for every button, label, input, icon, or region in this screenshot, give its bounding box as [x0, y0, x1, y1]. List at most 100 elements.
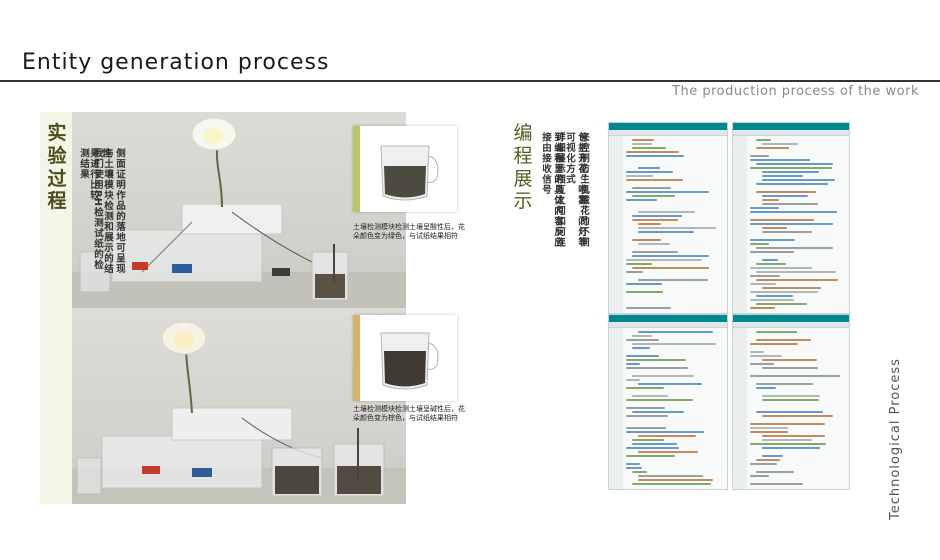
code-line [632, 239, 662, 241]
programming-text-column-3: 到编程里的具体内容反应 [552, 132, 563, 248]
caption-acidic: 土壤检测模块检测土壤呈酸性后，花朵颜色变为绿色，与试纸结果相符 [353, 223, 465, 241]
code-line [626, 399, 694, 401]
ide-line-gutter [733, 136, 747, 313]
code-line [750, 475, 770, 477]
code-line [626, 263, 653, 265]
code-line [632, 147, 667, 149]
ide-line-gutter [609, 328, 623, 489]
code-line [762, 399, 819, 401]
code-line [632, 395, 668, 397]
ide-title-bar [733, 123, 849, 130]
ide-title-bar [609, 315, 727, 322]
code-line [756, 383, 813, 385]
code-line [632, 219, 678, 221]
code-line [762, 435, 825, 437]
code-line [756, 147, 789, 149]
code-line [632, 195, 675, 197]
code-line [750, 363, 775, 365]
code-window-top-right [732, 122, 850, 314]
caption-alkaline: 土壤检测模块检测土壤呈碱性后，花朵颜色变为棕色，与试纸结果相符 [353, 405, 465, 423]
code-line [762, 455, 784, 457]
code-line [632, 335, 653, 337]
code-line [626, 259, 702, 261]
card-color-strip [353, 126, 360, 212]
code-line [750, 207, 780, 209]
code-line [626, 171, 673, 173]
code-line [762, 447, 820, 449]
page-subtitle: The production process of the work [672, 84, 919, 99]
code-line [750, 275, 780, 277]
code-line [750, 283, 777, 285]
programming-text-column-1: 包括开花，喷雾，闪灯等 [576, 132, 587, 248]
code-line [626, 407, 666, 409]
code-line [638, 223, 661, 225]
code-line [756, 163, 834, 165]
code-line [756, 247, 833, 249]
code-line [762, 415, 834, 417]
code-line [750, 343, 798, 345]
code-line [750, 291, 818, 293]
code-line [638, 231, 695, 233]
code-line [762, 175, 803, 177]
code-line [626, 431, 704, 433]
experiment-text-column-2: 与土壤模块检测和展示的结果进行比较 [88, 148, 113, 274]
code-line [626, 447, 679, 449]
ide-tab-bar [733, 322, 849, 328]
code-line [756, 295, 794, 297]
code-line [750, 299, 794, 301]
code-line [756, 387, 777, 389]
code-line [626, 367, 689, 369]
code-line [638, 479, 714, 481]
code-line [750, 443, 826, 445]
code-line [756, 459, 781, 461]
code-line [632, 343, 717, 345]
side-label: Technological Process [888, 358, 903, 520]
code-line [762, 395, 821, 397]
code-line [756, 183, 829, 185]
code-line [762, 231, 813, 233]
code-line [750, 239, 795, 241]
code-line [762, 359, 817, 361]
code-line [638, 331, 714, 333]
code-line [750, 251, 794, 253]
code-line [632, 411, 685, 413]
experiment-text-column-1: 侧面证明作品的落地可呈现性 [100, 148, 125, 274]
code-line [750, 223, 833, 225]
code-line [750, 431, 788, 433]
code-line [762, 179, 835, 181]
code-line [750, 211, 837, 213]
code-line [750, 355, 783, 357]
card-color-strip [353, 315, 360, 401]
ide-tab-bar [733, 130, 849, 136]
code-line [626, 363, 640, 365]
programming-text-column-2: 来控制仿生机械花的不同可视化方式 [564, 132, 589, 248]
code-line [632, 267, 709, 269]
experiment-heading-band [40, 112, 72, 504]
code-line [750, 375, 840, 377]
ph-test-card-acidic [353, 126, 457, 212]
code-line [762, 171, 820, 173]
ide-title-bar [733, 315, 849, 322]
code-line [762, 203, 819, 205]
code-line [638, 279, 708, 281]
code-line [626, 387, 665, 389]
code-line [638, 167, 660, 169]
code-line [750, 155, 770, 157]
code-line [632, 443, 678, 445]
code-line [626, 291, 664, 293]
code-line [626, 179, 683, 181]
code-line [626, 379, 641, 381]
code-line [762, 195, 809, 197]
title-divider [0, 80, 940, 82]
code-line [756, 279, 838, 281]
code-line [638, 475, 703, 477]
code-line [762, 227, 788, 229]
code-line [756, 263, 787, 265]
code-line [626, 191, 709, 193]
code-line [626, 271, 643, 273]
code-line [638, 435, 697, 437]
code-line [626, 463, 640, 465]
ide-tab-bar [609, 130, 727, 136]
code-line [750, 307, 775, 309]
code-window-bottom-right [732, 314, 850, 490]
